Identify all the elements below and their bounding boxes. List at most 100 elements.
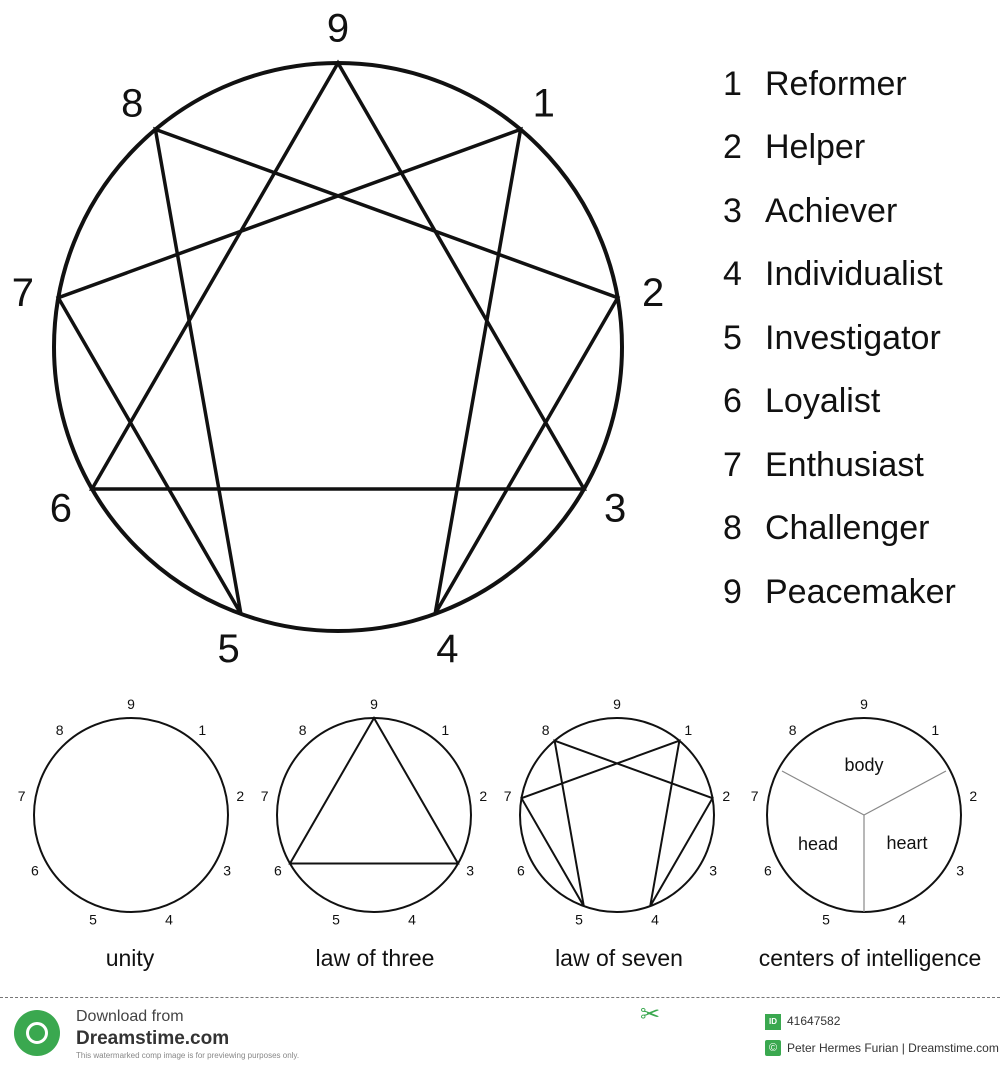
small-point-label: 7 — [261, 788, 269, 804]
legend-label: Achiever — [765, 191, 898, 230]
legend-label: Individualist — [765, 255, 943, 294]
small-point-label: 4 — [165, 911, 173, 927]
small-point-label: 5 — [575, 911, 583, 927]
small-point-label: 1 — [684, 722, 692, 738]
small-point-label: 7 — [504, 788, 512, 804]
caption-unity: unity — [105, 945, 155, 971]
small-circle — [276, 717, 472, 913]
enneagram-figure: 9 1 2 3 4 5 6 7 8 9 1 2 3 4 5 6 7 8 9 1 2 3 4 5 6 7 8 9 1 2 3 4 5 6 7 8 9 1 2 3… — [12, 6, 978, 927]
small-circle — [519, 717, 715, 913]
legend-label: Peacemaker — [765, 572, 956, 611]
legend-label: Reformer — [765, 64, 907, 103]
scissors-icon: ✂ — [640, 1001, 661, 1028]
legend-number: 4 — [723, 255, 742, 294]
small-point-label: 7 — [751, 788, 759, 804]
small-point-label: 4 — [651, 911, 659, 927]
legend-item: 9 Peacemaker — [723, 560, 956, 624]
legend-number: 9 — [723, 572, 742, 611]
caption-centers-of-intelligence: centers of intelligence — [758, 945, 982, 971]
main-point-label: 4 — [436, 627, 458, 671]
caption-law-of-three: law of three — [315, 945, 435, 971]
main-point-label: 6 — [50, 486, 72, 530]
small-point-label: 6 — [764, 863, 772, 879]
small-point-label: 5 — [89, 911, 97, 927]
small-point-label: 4 — [898, 911, 906, 927]
main-point-label: 9 — [327, 6, 349, 50]
disclaimer: This watermarked comp image is for previ… — [76, 1051, 300, 1060]
small-point-label: 2 — [722, 788, 730, 804]
legend-label: Challenger — [765, 509, 930, 548]
main-point-label: 2 — [642, 271, 664, 315]
image-id: 41647582 — [787, 1014, 841, 1028]
region-label-heart: heart — [886, 833, 927, 853]
small-point-label: 3 — [956, 863, 964, 879]
legend-label: Helper — [765, 128, 866, 167]
legend-number: 2 — [723, 128, 742, 167]
small-point-label: 4 — [408, 911, 416, 927]
type-legend: 1 Reformer 2 Helper 3 Achiever 4 Individuali… — [723, 52, 956, 624]
small-point-label: 6 — [274, 863, 282, 879]
small-circle — [33, 717, 229, 913]
small-point-label: 8 — [299, 722, 307, 738]
small-point-label: 2 — [236, 788, 244, 804]
main-point-label: 3 — [604, 486, 626, 530]
law-of-seven-hexad — [520, 739, 714, 907]
legend-number: 8 — [723, 509, 742, 548]
legend-item: 6 Loyalist — [723, 370, 956, 434]
caption-law-of-seven: law of seven — [555, 945, 683, 971]
dreamstime-logo-icon — [14, 1010, 60, 1056]
small-point-label: 5 — [332, 911, 340, 927]
photographer-credit: Peter Hermes Furian | Dreamstime.com — [787, 1041, 999, 1055]
legend-number: 3 — [723, 191, 742, 230]
region-label-body: body — [844, 755, 883, 775]
main-point-label: 1 — [533, 81, 555, 125]
small-point-label: 6 — [31, 863, 39, 879]
small-point-label: 2 — [969, 788, 977, 804]
small-point-label: 3 — [466, 863, 474, 879]
copyright-icon: © — [765, 1040, 781, 1056]
small-point-label: 9 — [370, 696, 378, 712]
small-point-label: 5 — [822, 911, 830, 927]
small-point-label: 9 — [860, 696, 868, 712]
main-point-label: 5 — [217, 627, 239, 671]
small-point-label: 9 — [613, 696, 621, 712]
legend-label: Enthusiast — [765, 445, 924, 484]
legend-label: Loyalist — [765, 382, 881, 421]
main-hexad — [55, 126, 621, 615]
legend-item: 2 Helper — [723, 116, 956, 180]
legend-item: 8 Challenger — [723, 497, 956, 561]
center-divider — [863, 770, 947, 816]
legend-number: 1 — [723, 64, 742, 103]
main-point-label: 7 — [12, 271, 34, 315]
small-point-label: 9 — [127, 696, 135, 712]
small-point-label: 3 — [709, 863, 717, 879]
legend-item: 7 Enthusiast — [723, 433, 956, 497]
law-of-three-triangle — [288, 715, 460, 865]
small-point-label: 1 — [441, 722, 449, 738]
legend-number: 6 — [723, 382, 742, 421]
legend-item: 4 Individualist — [723, 243, 956, 307]
main-point-label: 8 — [121, 81, 143, 125]
watermark-footer: Download from Dreamstime.com This waterm… — [0, 997, 1000, 1070]
legend-item: 3 Achiever — [723, 179, 956, 243]
small-point-label: 3 — [223, 863, 231, 879]
small-point-label: 1 — [931, 722, 939, 738]
legend-item: 1 Reformer — [723, 52, 956, 116]
small-point-label: 8 — [789, 722, 797, 738]
region-label-head: head — [798, 834, 838, 854]
small-point-label: 2 — [479, 788, 487, 804]
small-point-label: 6 — [517, 863, 525, 879]
main-triangle — [88, 59, 588, 491]
small-point-label: 8 — [56, 722, 64, 738]
id-badge-icon: ID — [765, 1014, 781, 1030]
brand-name[interactable]: Dreamstime.com — [76, 1028, 230, 1049]
legend-number: 5 — [723, 318, 742, 357]
small-point-label: 7 — [18, 788, 26, 804]
main-circle — [52, 61, 624, 633]
small-point-label: 1 — [198, 722, 206, 738]
center-divider — [781, 770, 865, 816]
download-text: Download from — [76, 1008, 184, 1025]
legend-number: 7 — [723, 445, 742, 484]
small-point-label: 8 — [542, 722, 550, 738]
